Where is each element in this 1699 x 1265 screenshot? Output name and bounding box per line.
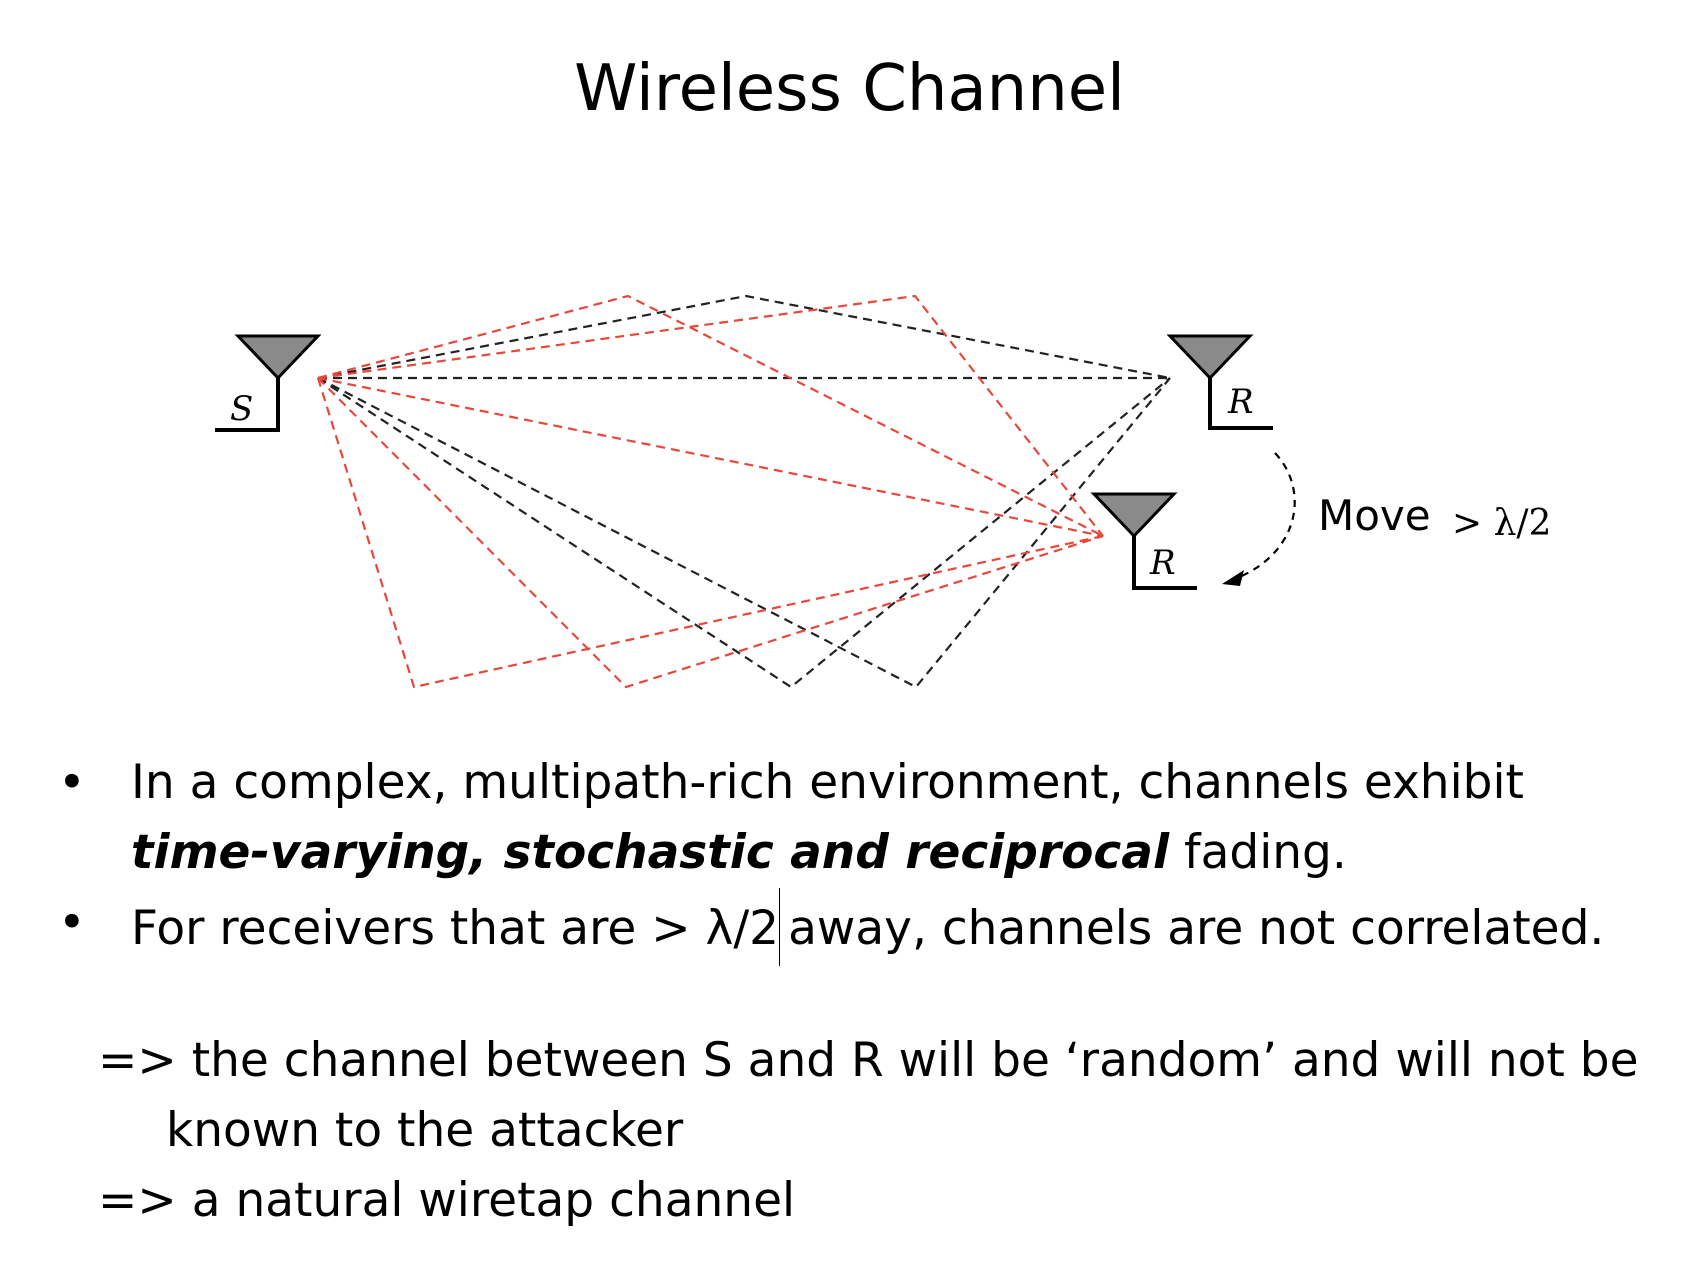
source-antenna-icon: S <box>215 334 322 432</box>
text-cursor <box>779 888 781 966</box>
direct-path-s-r-moved <box>317 376 1104 538</box>
reflected-path-bottom-black-1 <box>317 377 1171 689</box>
multipath-paths <box>316 294 1171 689</box>
move-arrow-icon <box>1222 452 1296 586</box>
bullet-dot: • <box>58 755 86 810</box>
reflected-path-bottom-red-1 <box>316 377 1104 689</box>
consequence-line-1-cont: known to the attacker <box>166 1103 684 1158</box>
consequence-block: => the channel between S and R will be ‘… <box>98 1026 1678 1236</box>
reflected-path-bottom-black-2 <box>317 377 1171 689</box>
receiver-moved-antenna-icon: R <box>1090 492 1197 590</box>
reflected-path-top-red-2 <box>317 294 1104 537</box>
move-label: Move <box>1318 491 1431 540</box>
reflected-path-bottom-red-2 <box>317 377 1104 689</box>
bullet-2-text-end: away, channels are not correlated. <box>788 901 1605 956</box>
bullet-item-1: • In a complex, multipath-rich environme… <box>58 748 1658 888</box>
receiver-moved-label: R <box>1149 543 1176 583</box>
receiver-label: R <box>1227 382 1254 422</box>
source-label: S <box>230 389 253 429</box>
bullet-2-text-start: For receivers that are > λ/2 <box>131 901 780 956</box>
bullet-1-emphasis: time-varying, stochastic and reciprocal <box>131 825 1170 880</box>
bullet-1-text-start: In a complex, multipath-rich environment… <box>131 755 1524 810</box>
bullet-dot: • <box>58 895 86 950</box>
reflected-path-top-black <box>317 294 1171 380</box>
bullet-1-text-end: fading. <box>1169 825 1347 880</box>
move-threshold-label: > λ/2 <box>1452 503 1551 544</box>
reflected-path-top-red-1 <box>317 294 1104 537</box>
consequence-line-1: => the channel between S and R will be ‘… <box>98 1033 1639 1088</box>
bullet-list: • In a complex, multipath-rich environme… <box>58 748 1658 966</box>
consequence-line-2: => a natural wiretap channel <box>98 1173 796 1228</box>
receiver-antenna-icon: R <box>1166 334 1273 430</box>
slide-title: Wireless Channel <box>574 52 1125 126</box>
